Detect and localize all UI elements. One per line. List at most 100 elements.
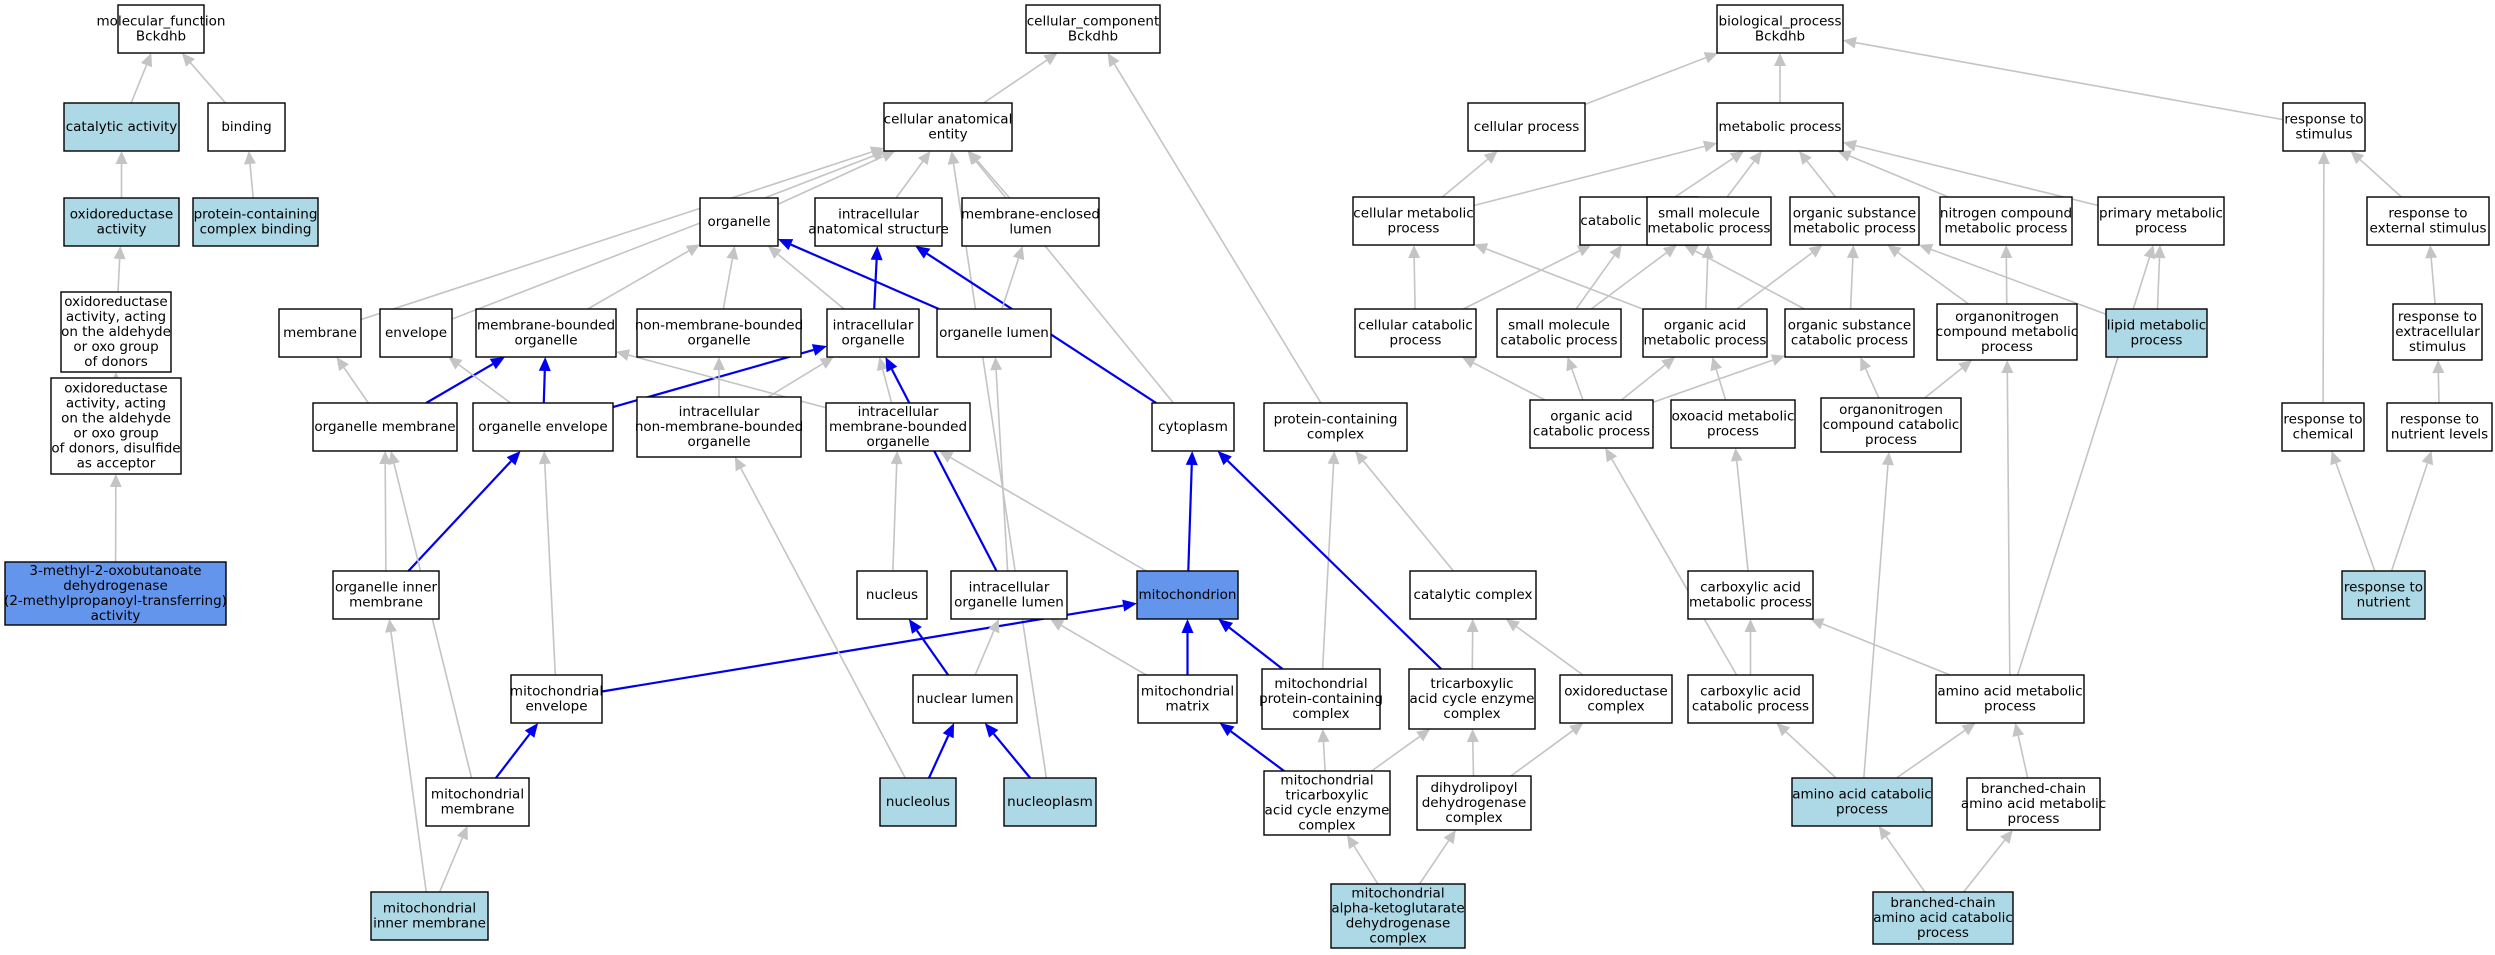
go-term-node-organelle[interactable]: organelle xyxy=(699,197,779,247)
go-term-node-cellular-process[interactable]: cellular process xyxy=(1467,102,1586,152)
go-term-node-metabolic-process[interactable]: metabolic process xyxy=(1716,102,1844,152)
node-box xyxy=(1263,402,1408,452)
node-label-line: nucleoplasm xyxy=(1007,794,1093,810)
node-box xyxy=(1966,777,2101,831)
edge-tca_complex-to-catalytic_complex xyxy=(1466,619,1479,670)
node-box xyxy=(1025,4,1161,54)
arrowhead xyxy=(1218,619,1234,633)
go-term-node-nucleolus[interactable]: nucleolus xyxy=(879,777,957,827)
edge-line xyxy=(1590,252,1667,310)
edge-amino_acid_catabolic-to-carboxylic_catabolic xyxy=(1776,723,1837,779)
arrowhead xyxy=(1961,723,1976,736)
go-term-node-mitochondrion[interactable]: mitochondrion xyxy=(1136,570,1239,620)
go-term-node-organelle-envelope[interactable]: organelle envelope xyxy=(472,402,614,452)
go-term-node-mito-akg[interactable]: mitochondrialalpha-ketoglutaratedehydrog… xyxy=(1330,883,1466,949)
go-term-node-cytoplasm[interactable]: cytoplasm xyxy=(1151,402,1235,452)
edge-oxoacid_metabolic-to-organic_acid_metabolic xyxy=(1710,357,1727,401)
node-label-line: compound metabolic xyxy=(1936,324,2078,340)
go-term-node-nucleoplasm[interactable]: nucleoplasm xyxy=(1003,777,1097,827)
go-term-node-organelle-lumen[interactable]: organelle lumen xyxy=(936,308,1052,358)
node-label-line: mitochondrion xyxy=(1139,587,1237,603)
edge-mito_membrane-to-organelle_membrane xyxy=(388,451,473,779)
edge-line xyxy=(1822,623,1951,676)
go-term-node-intra-non-mem-org[interactable]: intracellularnon-membrane-boundedorganel… xyxy=(635,396,803,458)
go-term-node-nucleus[interactable]: nucleus xyxy=(856,570,928,620)
node-label-line: small molecule xyxy=(1658,206,1760,222)
node-label-line: process xyxy=(1390,333,1442,349)
go-term-node-bckdh-activity[interactable]: 3-methyl-2-oxobutanoatedehydrogenase(2-m… xyxy=(4,561,227,626)
arrowhead xyxy=(1181,619,1194,633)
node-box xyxy=(2366,196,2490,246)
edge-membrane-to-cae xyxy=(360,146,884,321)
node-box xyxy=(1263,770,1391,836)
edge-line xyxy=(1620,364,1666,401)
edge-line xyxy=(407,460,512,572)
go-term-node-binding[interactable]: binding xyxy=(207,102,286,152)
node-label-line: carboxylic acid xyxy=(1700,580,1801,596)
go-term-node-envelope[interactable]: envelope xyxy=(379,308,453,358)
go-term-node-nuclear-lumen[interactable]: nuclear lumen xyxy=(912,674,1018,724)
go-term-node-catalytic-complex[interactable]: catalytic complex xyxy=(1409,570,1537,620)
go-term-node-catalytic[interactable]: catalytic activity xyxy=(63,102,180,152)
arrowhead xyxy=(1043,53,1058,66)
node-box xyxy=(312,402,458,452)
arrowhead xyxy=(1843,36,1857,49)
node-label-line: or oxo group xyxy=(73,339,158,355)
go-term-node-membrane[interactable]: membrane xyxy=(278,308,362,358)
go-term-node-organelle-membrane[interactable]: organelle membrane xyxy=(312,402,458,452)
node-label-line: catabolic process xyxy=(1500,333,1617,349)
